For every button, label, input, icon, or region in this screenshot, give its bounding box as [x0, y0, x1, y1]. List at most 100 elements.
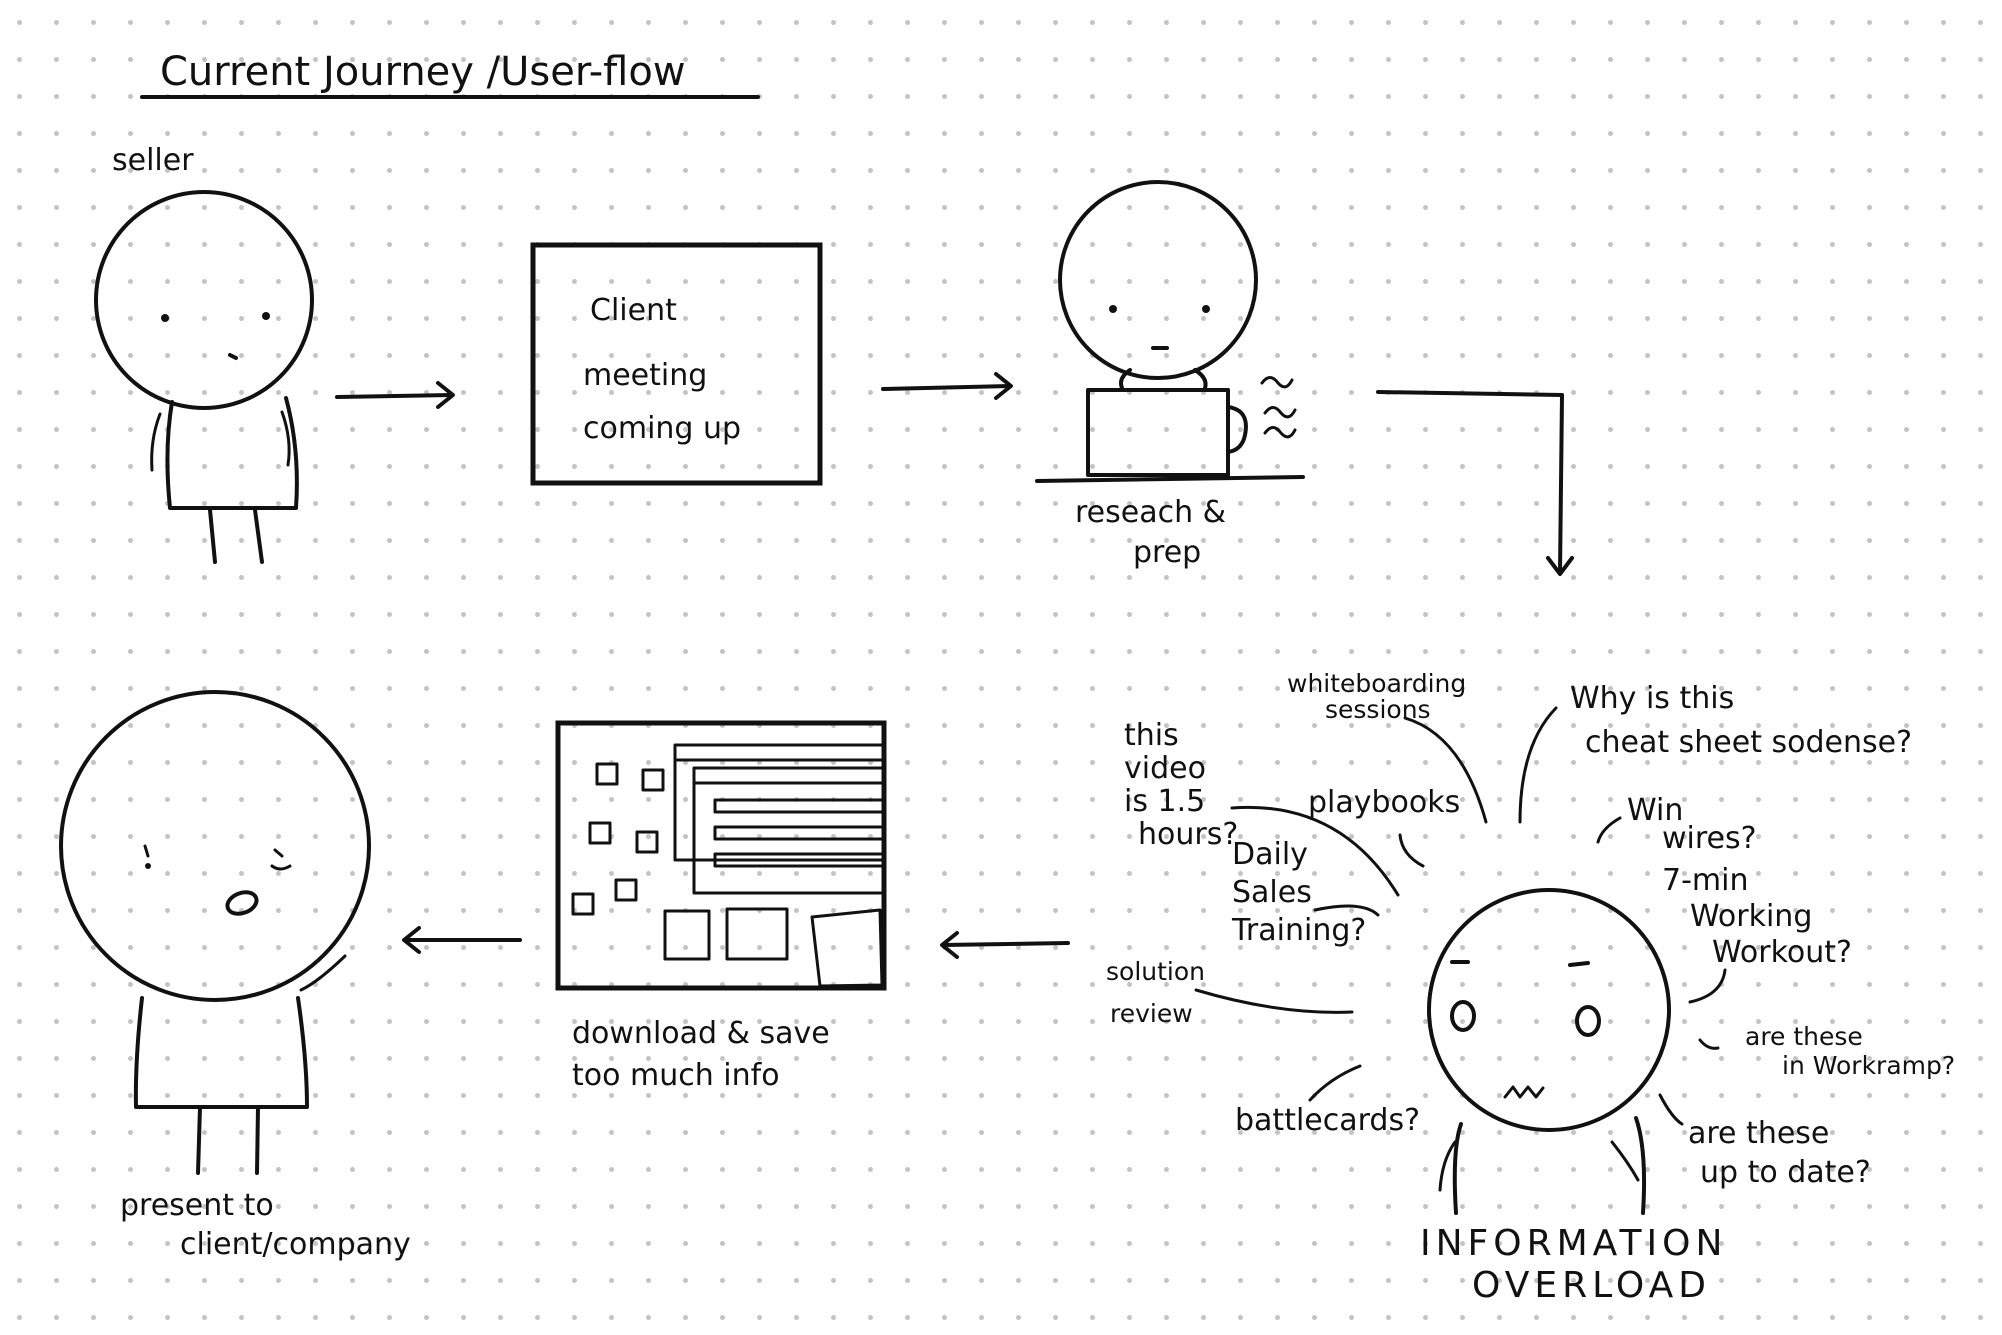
thought-solution-review-line-2: review — [1110, 999, 1193, 1028]
thought-win-wires: Win wires? — [1598, 793, 1757, 856]
thought-solution-review: solution review — [1106, 957, 1352, 1028]
file-icon — [643, 770, 663, 790]
thought-playbooks: playbooks — [1308, 785, 1460, 866]
seller-body — [167, 398, 296, 508]
thought-whiteboarding-line-2: sessions — [1325, 695, 1431, 724]
steam-line — [1262, 378, 1292, 387]
connector-line — [1690, 970, 1725, 1002]
arrow-shaft — [337, 395, 452, 397]
overload-body-left — [1455, 1124, 1461, 1213]
file-icon — [590, 823, 610, 843]
overload-figure: INFORMATION OVERLOAD — [1420, 890, 1727, 1306]
window-bar — [715, 800, 884, 812]
thought-up-to-date-line-1: are these — [1688, 1116, 1829, 1151]
seller-label: seller — [112, 143, 194, 178]
thought-playbooks-line-1: playbooks — [1308, 785, 1460, 820]
thought-workramp-line-2: in Workramp? — [1782, 1051, 1955, 1080]
thought-daily-sales-line-1: Daily — [1232, 837, 1308, 872]
document-icon — [727, 909, 787, 959]
present-eye-left — [145, 846, 148, 856]
thought-workout-line-2: Working — [1690, 899, 1812, 934]
seller-eye-right — [262, 312, 270, 320]
research-line-1: reseach & — [1075, 495, 1226, 530]
seller-arm-left — [152, 414, 160, 470]
present-eye-left-dot — [145, 863, 151, 869]
file-icon — [616, 880, 636, 900]
download-line-2: too much info — [572, 1058, 780, 1093]
present-arm-raised — [301, 956, 345, 990]
seller-figure: seller — [96, 143, 312, 562]
connector-line — [1520, 708, 1556, 822]
arrow-overload-to-download — [942, 933, 1068, 957]
file-icon — [637, 832, 657, 852]
overload-mouth — [1505, 1087, 1543, 1097]
laptop-icon — [1088, 390, 1228, 475]
overload-line-1: INFORMATION — [1420, 1223, 1727, 1264]
research-eye-right — [1202, 305, 1210, 313]
thought-whiteboarding-line-1: whiteboarding — [1287, 669, 1466, 698]
present-body — [136, 998, 307, 1107]
overload-body-right — [1636, 1118, 1644, 1213]
arrow-research-to-overload — [1378, 392, 1572, 574]
thought-battlecards-line-1: battlecards? — [1235, 1103, 1420, 1138]
research-shoulder-right — [1195, 370, 1206, 388]
window-bar — [715, 827, 884, 839]
connector-line — [1310, 1066, 1360, 1100]
thought-video-line-3: is 1.5 — [1124, 784, 1205, 819]
overload-eye-left — [1452, 1002, 1474, 1030]
thought-win-wires-line-2: wires? — [1662, 821, 1757, 856]
overload-arm-left — [1440, 1142, 1455, 1190]
arrow-shaft — [883, 386, 1010, 389]
present-leg-right — [257, 1107, 258, 1173]
download-screen: download & save too much info — [558, 723, 884, 1093]
thought-daily-sales: Daily Sales Training? — [1231, 837, 1378, 948]
arrow-download-to-present — [404, 928, 520, 952]
thought-workramp: are these in Workramp? — [1700, 1022, 1955, 1080]
thought-up-to-date: are these up to date? — [1660, 1095, 1871, 1190]
seller-eye-left — [161, 314, 169, 322]
steam-line — [1265, 428, 1295, 437]
thought-cheat-sheet-line-2: cheat sheet sodense? — [1585, 725, 1912, 760]
thought-workout-line-1: 7-min — [1662, 863, 1748, 898]
thought-video-line-4: hours? — [1138, 817, 1238, 852]
thought-cheat-sheet-line-1: Why is this — [1570, 681, 1734, 716]
present-line-2: client/company — [180, 1227, 411, 1262]
window-icon — [694, 768, 884, 893]
file-icon — [597, 764, 617, 784]
thought-up-to-date-line-2: up to date? — [1700, 1155, 1871, 1190]
seller-mouth — [230, 355, 236, 358]
thought-workramp-line-1: are these — [1745, 1022, 1863, 1051]
diagram-title: Current Journey /User-flow — [160, 49, 686, 95]
present-leg-left — [198, 1107, 200, 1173]
research-line-2: prep — [1133, 535, 1201, 570]
arrow-meeting-to-research — [883, 374, 1011, 398]
overload-brow-right — [1570, 963, 1588, 965]
window-icon — [675, 745, 884, 860]
arrow-shaft — [1378, 392, 1562, 573]
thought-workout: 7-min Working Workout? — [1662, 863, 1852, 1002]
connector-line — [1196, 990, 1352, 1012]
present-figure: present to client/company — [61, 692, 411, 1262]
seller-leg-left — [210, 510, 215, 562]
arrow-shaft — [943, 943, 1068, 945]
research-eye-left — [1109, 305, 1117, 313]
download-line-1: download & save — [572, 1016, 830, 1051]
thought-video-line-1: this — [1124, 718, 1179, 753]
thought-solution-review-line-1: solution — [1106, 957, 1205, 986]
meeting-note: Client meeting coming up — [533, 245, 820, 483]
document-icon — [665, 911, 709, 959]
connector-line — [1598, 818, 1620, 842]
desk-line — [1037, 477, 1303, 481]
file-icon — [573, 894, 593, 914]
thought-battlecards: battlecards? — [1235, 1066, 1420, 1138]
present-mouth — [224, 888, 259, 917]
connector-line — [1700, 1040, 1718, 1048]
document-icon — [812, 910, 882, 986]
present-line-1: present to — [120, 1188, 274, 1223]
connector-line — [1400, 835, 1423, 866]
thought-daily-sales-line-2: Sales — [1232, 875, 1312, 910]
connector-line — [1660, 1095, 1682, 1124]
overload-line-2: OVERLOAD — [1472, 1265, 1711, 1306]
seller-arm-right — [282, 412, 289, 465]
